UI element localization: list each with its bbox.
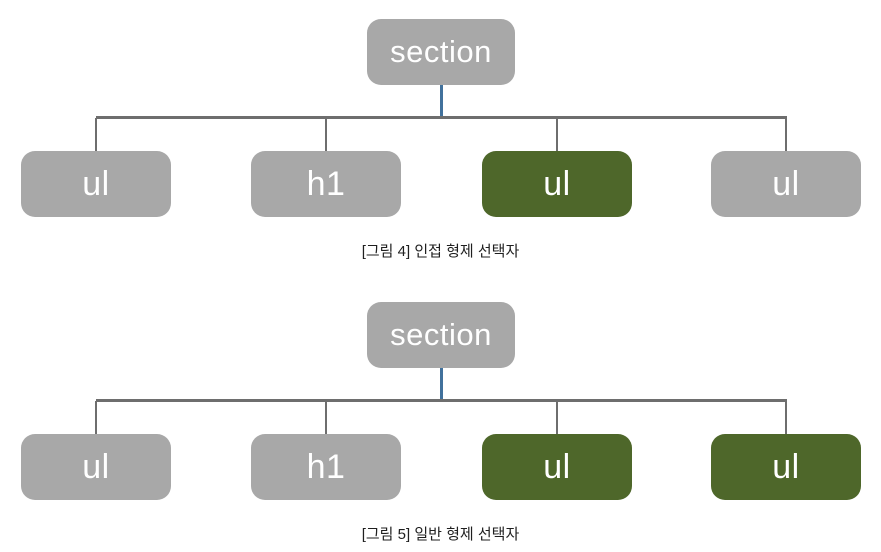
tree-node-ul-2-selected: ul: [482, 151, 632, 217]
connector-drop-3: [556, 401, 558, 434]
tree-node-h1: h1: [251, 434, 401, 500]
figure-caption-4: [그림 4] 인접 형제 선택자: [361, 243, 520, 260]
connector-drop-3: [556, 118, 558, 151]
tree-diagram-adjacent-sibling: section ul h1 ul ul [그림 4] 인접 형제 선택자: [21, 19, 861, 260]
connector-drop-4: [785, 401, 787, 434]
connector-drop-2: [325, 401, 327, 434]
tree-node-section: section: [367, 302, 515, 368]
connector-root-vertical: [440, 85, 443, 117]
connector-drop-2: [325, 118, 327, 151]
tree-node-ul-3-selected: ul: [711, 434, 861, 500]
connector-horizontal: [96, 116, 787, 119]
tree-node-h1: h1: [251, 151, 401, 217]
tree-node-section: section: [367, 19, 515, 85]
figure-caption-5: [그림 5] 일반 형제 선택자: [361, 526, 520, 543]
connector-drop-1: [95, 118, 97, 151]
tree-diagram-general-sibling: section ul h1 ul ul [그림 5] 일반 형제 선택자: [0, 283, 881, 552]
connector-drop-4: [785, 118, 787, 151]
connector-root-vertical: [440, 368, 443, 400]
tree-node-ul-1: ul: [21, 434, 171, 500]
tree-node-ul-3: ul: [711, 151, 861, 217]
tree-node-ul-1: ul: [21, 151, 171, 217]
tree-node-ul-2-selected: ul: [482, 434, 632, 500]
connector-drop-1: [95, 401, 97, 434]
connector-horizontal: [96, 399, 787, 402]
